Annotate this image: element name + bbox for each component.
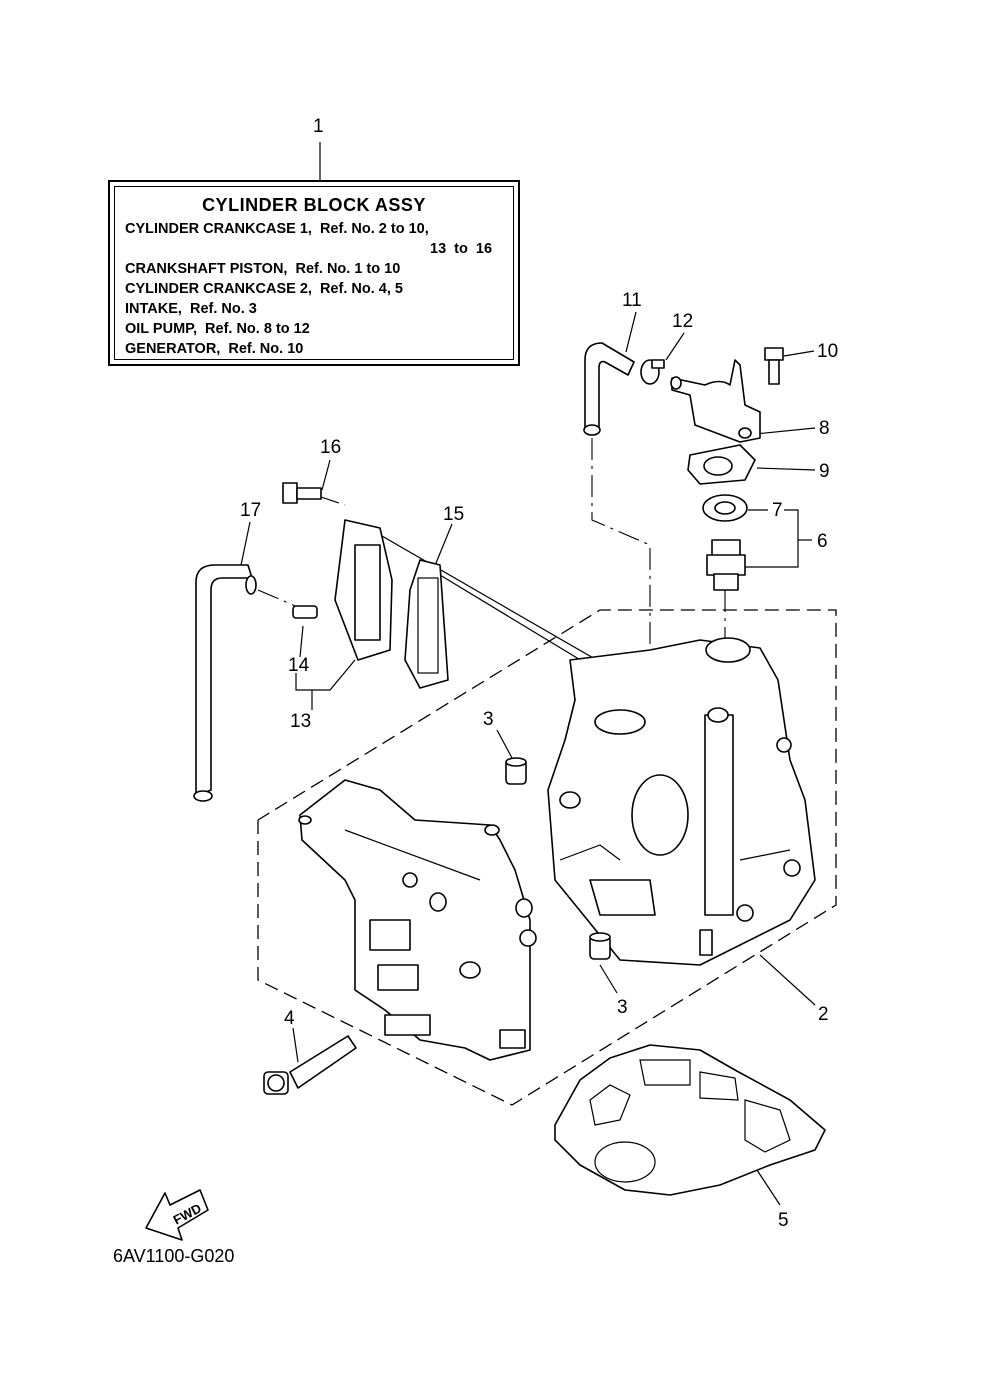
callout-6: 6 (817, 531, 828, 552)
callout-12: 12 (672, 311, 693, 332)
callout-14: 14 (288, 655, 310, 676)
assembly-line-1: CYLINDER CRANKCASE 1, Ref. No. 2 to 10, (125, 221, 429, 237)
pin-part-14 (292, 605, 318, 619)
leader-lines (239, 142, 816, 1206)
assembly-line-5: INTAKE, Ref. No. 3 (125, 301, 257, 317)
callout-11: 11 (622, 290, 642, 311)
thermostat-part-6 (706, 539, 746, 591)
assembly-title: CYLINDER BLOCK ASSY (202, 195, 426, 215)
bolt-part-16 (282, 482, 322, 504)
assembly-info-box: CYLINDER BLOCK ASSY CYLINDER CRANKCASE 1… (108, 180, 520, 366)
assembly-line-3: CRANKSHAFT PISTON, Ref. No. 1 to 10 (125, 261, 401, 277)
callout-4: 4 (284, 1008, 295, 1029)
cylinder-block-part-2 (547, 637, 816, 966)
callout-3a: 3 (483, 709, 494, 730)
crankcase-half (298, 779, 537, 1061)
callout-7: 7 (772, 500, 783, 521)
callout-3b: 3 (617, 997, 628, 1018)
callout-1: 1 (313, 116, 324, 137)
callout-17: 17 (240, 500, 261, 521)
hose-part-11 (583, 342, 635, 436)
diagram-code: 6AV1100-G020 (113, 1246, 235, 1266)
assembly-line-4: CYLINDER CRANKCASE 2, Ref. No. 4, 5 (125, 281, 403, 297)
assembly-line-6: OIL PUMP, Ref. No. 8 to 12 (125, 321, 310, 337)
assembly-info-box-inner: CYLINDER BLOCK ASSY CYLINDER CRANKCASE 1… (114, 186, 514, 360)
callout-labels: 1 2 3 3 4 5 6 7 8 9 10 11 12 13 14 15 16… (240, 116, 838, 1231)
gasket-part-5 (554, 1044, 826, 1196)
callout-13: 13 (290, 711, 311, 732)
bolt-part-4 (263, 1035, 357, 1095)
cover-part-13 (334, 519, 393, 661)
callout-5: 5 (778, 1210, 789, 1231)
callout-15: 15 (443, 504, 464, 525)
assembly-line-7: GENERATOR, Ref. No. 10 (125, 341, 304, 357)
dowel-pin-part-3-lower (589, 932, 611, 960)
callout-9: 9 (819, 461, 830, 482)
washer-part-7 (702, 494, 748, 522)
callout-2: 2 (818, 1004, 829, 1025)
hose-part-17 (193, 564, 257, 802)
clamp-part-12 (640, 359, 665, 385)
fwd-arrow-icon: FWD (145, 1189, 209, 1241)
callout-8: 8 (819, 418, 830, 439)
bolt-part-10 (764, 347, 784, 385)
gasket-part-15 (404, 559, 449, 689)
gasket-part-9 (687, 444, 756, 485)
callout-16: 16 (320, 437, 341, 458)
oil-pump-part-8 (670, 359, 761, 443)
dowel-pin-part-3-upper (505, 757, 527, 785)
assembly-dashed-outline (257, 609, 837, 1106)
assembly-line-2: 13 to 16 (430, 241, 493, 257)
callout-10: 10 (817, 341, 838, 362)
